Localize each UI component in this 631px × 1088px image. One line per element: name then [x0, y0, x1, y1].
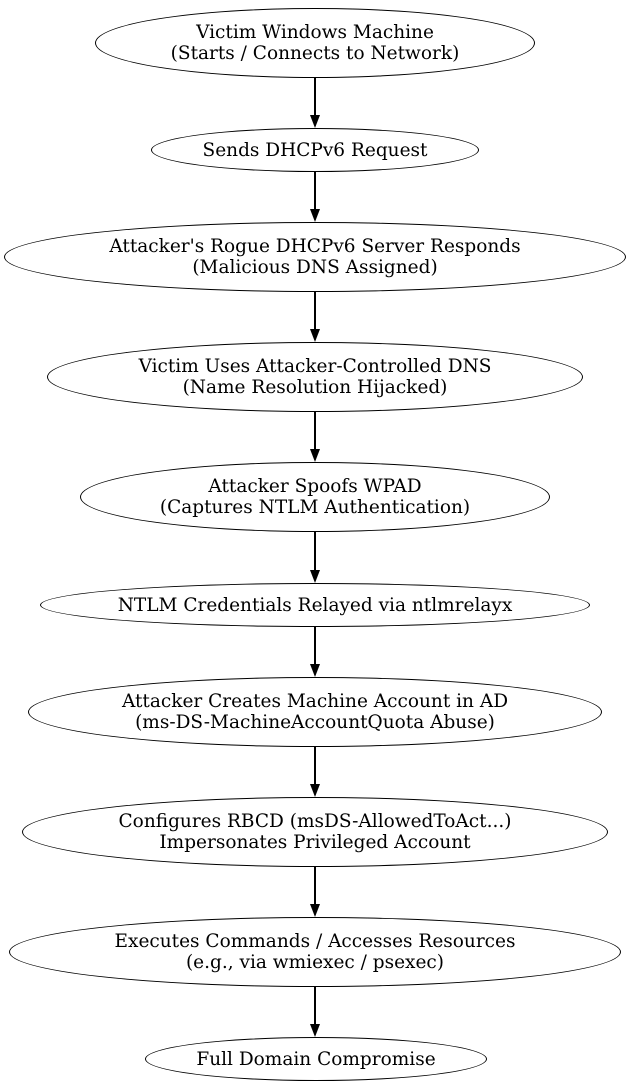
arrowhead-icon [310, 784, 320, 797]
node-label-line: Configures RBCD (msDS-AllowedToAct...) [118, 811, 512, 832]
arrow-shaft [314, 627, 316, 664]
node-victim-windows-machine: Victim Windows Machine (Starts / Connect… [95, 8, 535, 78]
arrow-shaft [314, 292, 316, 329]
node-label-line: Victim Windows Machine [196, 22, 434, 43]
node-label-line: Full Domain Compromise [196, 1048, 436, 1070]
node-label-line: (Captures NTLM Authentication) [159, 497, 471, 518]
node-label-line: Attacker Creates Machine Account in AD [121, 691, 509, 712]
arrowhead-icon [310, 1024, 320, 1037]
arrowhead-icon [310, 904, 320, 917]
arrow-machine-account-to-rbcd [309, 747, 321, 797]
arrowhead-icon [310, 449, 320, 462]
arrow-rbcd-to-execution [309, 867, 321, 917]
node-label-line: NTLM Credentials Relayed via ntlmrelayx [117, 594, 513, 616]
arrow-rogue-server-to-dns [309, 292, 321, 342]
arrow-victim-to-request [309, 78, 321, 128]
node-rogue-dhcpv6-server: Attacker's Rogue DHCPv6 Server Responds … [4, 222, 626, 292]
node-label-line: (ms-DS-MachineAccountQuota Abuse) [135, 712, 495, 733]
node-label-line: (Name Resolution Hijacked) [182, 377, 448, 398]
arrowhead-icon [310, 570, 320, 583]
node-label-line: Attacker Spoofs WPAD [208, 476, 422, 497]
node-sends-dhcpv6-request: Sends DHCPv6 Request [151, 128, 479, 172]
arrow-shaft [314, 172, 316, 209]
arrow-shaft [314, 532, 316, 570]
arrow-wpad-to-relay [309, 532, 321, 583]
arrowhead-icon [310, 209, 320, 222]
arrow-shaft [314, 987, 316, 1024]
arrow-shaft [314, 412, 316, 449]
node-label-line: Executes Commands / Accesses Resources [114, 931, 516, 952]
node-label-line: (e.g., via wmiexec / psexec) [185, 952, 445, 973]
node-attacker-controlled-dns: Victim Uses Attacker-Controlled DNS (Nam… [47, 342, 583, 412]
node-command-execution: Executes Commands / Accesses Resources (… [9, 917, 621, 987]
node-full-domain-compromise: Full Domain Compromise [145, 1037, 487, 1081]
node-rbcd-configuration: Configures RBCD (msDS-AllowedToAct...) I… [22, 797, 608, 867]
node-label-line: Sends DHCPv6 Request [202, 139, 428, 161]
node-label-line: Victim Uses Attacker-Controlled DNS [138, 356, 492, 377]
node-ntlm-relay: NTLM Credentials Relayed via ntlmrelayx [40, 583, 590, 627]
arrowhead-icon [310, 329, 320, 342]
node-label-line: Attacker's Rogue DHCPv6 Server Responds [109, 236, 521, 257]
node-label-line: Impersonates Privileged Account [159, 832, 471, 853]
arrow-execution-to-compromise [309, 987, 321, 1037]
arrow-shaft [314, 867, 316, 904]
node-label-line: (Malicious DNS Assigned) [192, 257, 438, 278]
arrowhead-icon [310, 115, 320, 128]
node-wpad-spoof: Attacker Spoofs WPAD (Captures NTLM Auth… [80, 462, 550, 532]
arrow-shaft [314, 747, 316, 784]
node-machine-account-creation: Attacker Creates Machine Account in AD (… [28, 677, 602, 747]
arrowhead-icon [310, 664, 320, 677]
arrow-request-to-rogue-server [309, 172, 321, 222]
arrow-shaft [314, 78, 316, 115]
arrow-dns-to-wpad [309, 412, 321, 462]
arrow-relay-to-machine-account [309, 627, 321, 677]
node-label-line: (Starts / Connects to Network) [170, 43, 460, 64]
